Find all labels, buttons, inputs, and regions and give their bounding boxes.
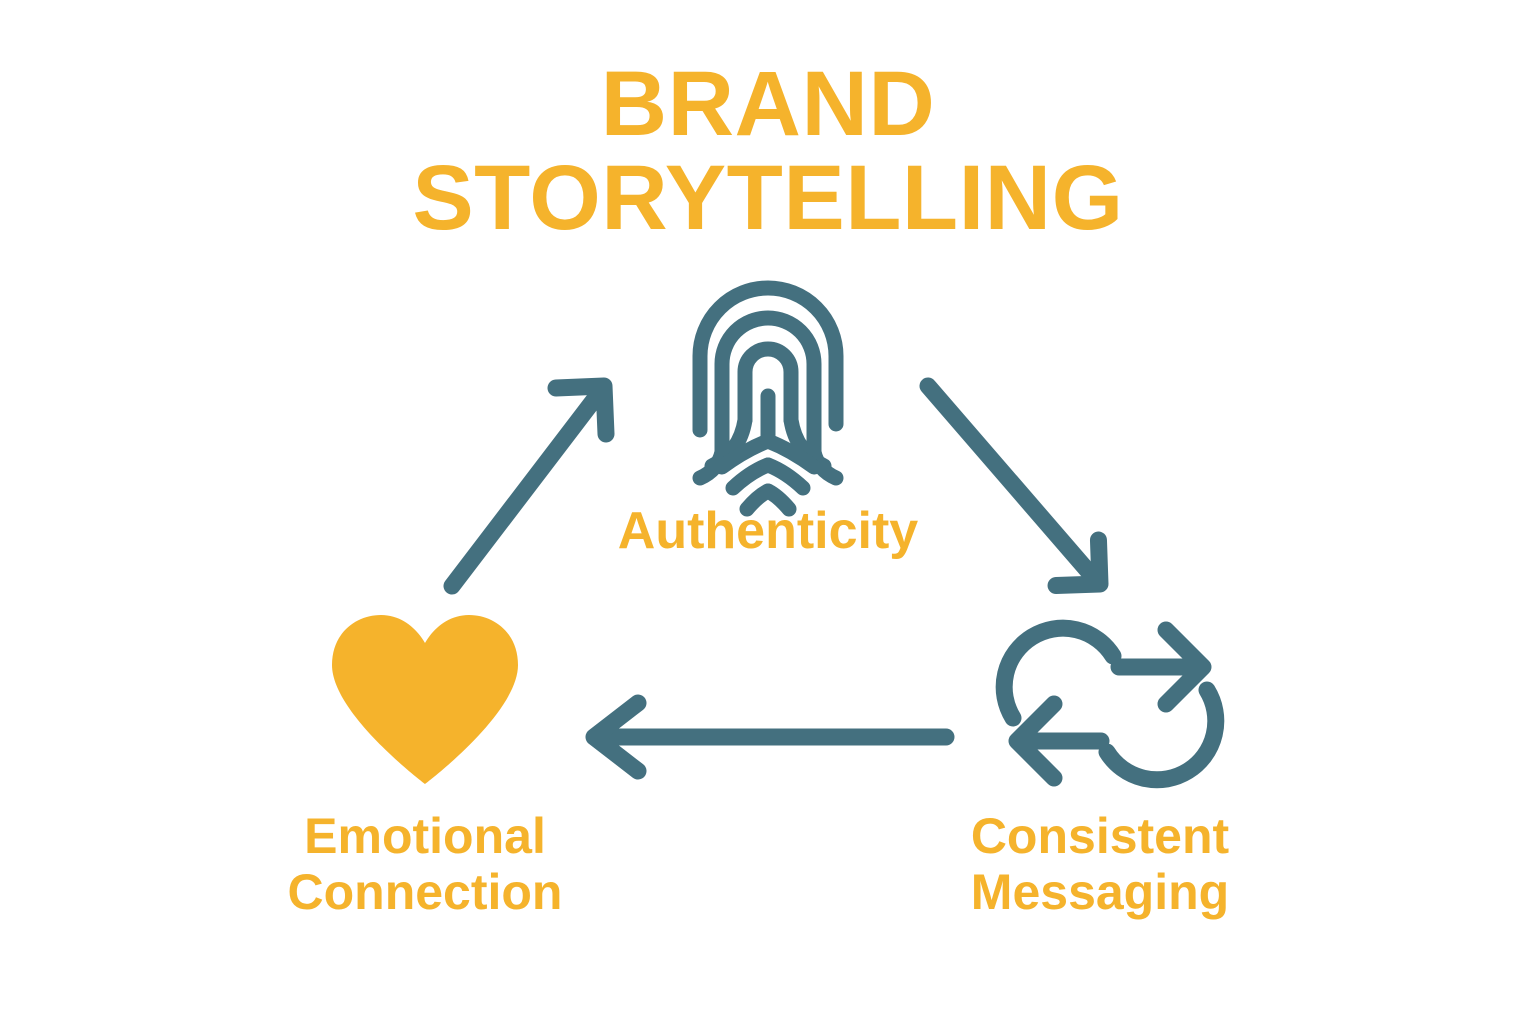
- node-label-emotional-connection: Emotional Connection: [185, 808, 665, 920]
- title-line-2: STORYTELLING: [412, 146, 1124, 249]
- authenticity-label-text: Authenticity: [617, 502, 919, 560]
- connector-consistent-to-emotional: [585, 694, 955, 780]
- emotional-label-line-1: Emotional: [304, 808, 546, 864]
- node-label-consistent-messaging: Consistent Messaging: [860, 808, 1340, 920]
- cycle-arrows-icon: [995, 619, 1225, 789]
- heart-icon: [332, 615, 518, 784]
- node-label-authenticity: Authenticity: [568, 502, 968, 560]
- consistent-label-line-1: Consistent: [970, 808, 1230, 864]
- title-line-1: BRAND: [600, 53, 936, 155]
- page-title: BRAND STORYTELLING: [0, 53, 1536, 249]
- fingerprint-icon: [692, 280, 844, 517]
- connector-authenticity-to-consistent: [919, 377, 1109, 595]
- consistent-label-line-2: Messaging: [970, 864, 1230, 920]
- emotional-label-line-2: Connection: [287, 864, 563, 920]
- connector-emotional-to-authenticity: [443, 377, 615, 595]
